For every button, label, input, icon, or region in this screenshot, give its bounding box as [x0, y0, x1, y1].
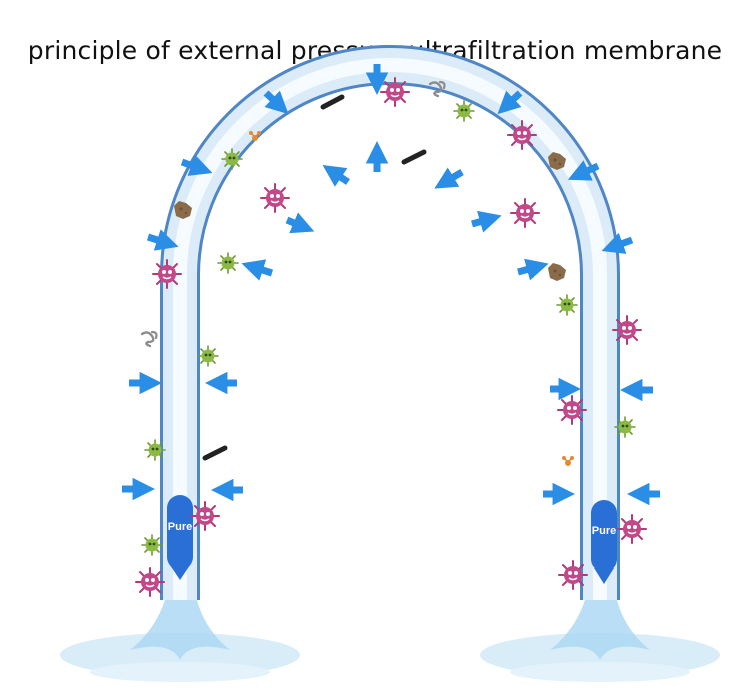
gray-fiber-icon [140, 330, 158, 348]
inward-arrow-icon [497, 90, 523, 115]
black-fiber-icon [401, 149, 427, 165]
brown-particle-icon [548, 263, 566, 281]
green-bacteria-icon [453, 100, 475, 122]
inward-arrow-icon [146, 229, 179, 251]
pink-virus-icon [612, 315, 642, 345]
pink-virus-icon [135, 567, 165, 597]
inward-arrow-icon [263, 90, 289, 115]
inward-arrow-icon [434, 167, 464, 189]
left-outlet-label: Pure [168, 521, 192, 533]
water-splash-icon [60, 600, 720, 682]
pink-virus-icon [380, 77, 410, 107]
green-bacteria-icon [221, 148, 243, 170]
pink-virus-icon [190, 501, 220, 531]
pressure-arrows [122, 64, 660, 506]
pink-virus-icon [557, 395, 587, 425]
green-bacteria-icon [144, 439, 166, 461]
inward-arrow-icon [517, 258, 549, 281]
right-outlet-label: Pure [592, 525, 616, 537]
black-fiber-icon [320, 94, 345, 110]
pink-virus-icon [510, 198, 540, 228]
right-outlet: Pure [591, 500, 617, 584]
green-bacteria-icon [217, 252, 239, 274]
pink-virus-icon [507, 120, 537, 150]
inward-arrow-icon [241, 259, 274, 281]
inward-arrow-icon [471, 210, 502, 233]
inward-arrow-icon [567, 160, 600, 181]
black-fiber-icon [202, 445, 228, 461]
inward-arrow-icon [322, 165, 350, 187]
green-bacteria-icon [614, 416, 636, 438]
green-bacteria-icon [141, 534, 163, 556]
inward-arrow-icon [180, 154, 213, 176]
pink-virus-icon [558, 560, 588, 590]
green-bacteria-icon [556, 294, 578, 316]
green-bacteria-icon [197, 345, 219, 367]
pink-virus-icon [260, 183, 290, 213]
inward-arrow-icon [601, 232, 634, 254]
pink-virus-icon [617, 514, 647, 544]
inward-arrow-icon [285, 212, 315, 234]
left-outlet: Pure [167, 495, 193, 580]
membrane-tube [160, 45, 620, 600]
pink-virus-icon [152, 259, 182, 289]
orange-molecule-icon [561, 455, 575, 467]
contaminants [135, 77, 647, 597]
